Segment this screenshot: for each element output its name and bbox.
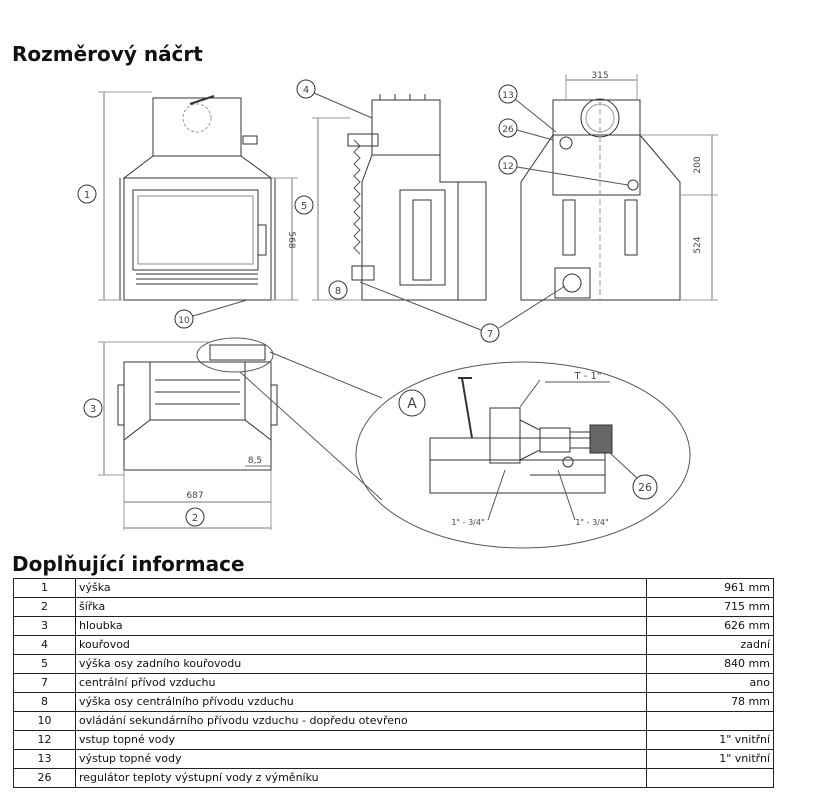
dim-687: 687 bbox=[186, 491, 203, 501]
callout-13: 13 bbox=[502, 91, 513, 101]
side-view bbox=[312, 94, 487, 301]
callout-3: 3 bbox=[90, 404, 96, 415]
callout-8: 8 bbox=[335, 286, 341, 297]
dim-8-5: 8,5 bbox=[248, 456, 262, 466]
dim-200: 200 bbox=[693, 156, 703, 173]
label-pipe-right: 1" - 3/4" bbox=[575, 518, 608, 527]
callout-4: 4 bbox=[303, 85, 309, 96]
label-pipe-left: 1" - 3/4" bbox=[451, 518, 484, 527]
callout-a: A bbox=[407, 396, 417, 412]
detail-a bbox=[429, 377, 613, 494]
callout-5: 5 bbox=[301, 201, 307, 212]
dim-568: 568 bbox=[286, 231, 296, 248]
callout-10: 10 bbox=[178, 316, 190, 326]
drawing-section-title: Rozměrový náčrt bbox=[12, 42, 203, 66]
callout-2: 2 bbox=[192, 513, 198, 524]
dimension-drawing: 1 568 10 4 5 8 7 bbox=[77, 71, 718, 549]
dim-315: 315 bbox=[591, 71, 608, 81]
top-view bbox=[98, 337, 278, 530]
callout-7: 7 bbox=[487, 329, 493, 340]
callout-12: 12 bbox=[502, 162, 513, 172]
callout-26-detail: 26 bbox=[638, 481, 652, 494]
label-t1: T - 1" bbox=[573, 371, 601, 382]
callout-1: 1 bbox=[84, 190, 90, 201]
dim-524: 524 bbox=[693, 236, 703, 253]
callout-26: 26 bbox=[502, 125, 514, 135]
back-view bbox=[520, 74, 718, 301]
front-view bbox=[98, 91, 298, 301]
info-section-title: Doplňující informace bbox=[12, 552, 245, 576]
